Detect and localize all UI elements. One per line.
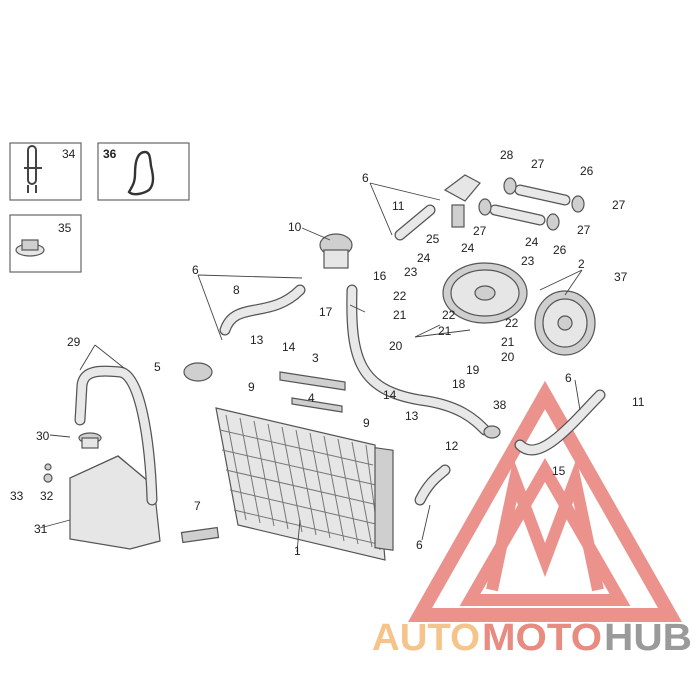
callout-21c: 21 [501,335,515,349]
callout-3: 3 [312,351,319,365]
thermostat-housing [319,233,353,269]
callout-30: 30 [36,429,50,443]
callout-29: 29 [67,335,81,349]
radiator-core [215,407,394,561]
callout-25: 25 [426,232,440,246]
callout-6c: 6 [565,371,572,385]
callout-17: 17 [319,305,333,319]
callout-33: 33 [10,489,24,503]
callout-6a: 6 [362,171,369,185]
leader-lines [39,182,583,553]
callout-12: 12 [445,439,459,453]
callout-38: 38 [493,398,507,412]
callout-26b: 26 [553,243,567,257]
callout-20a: 20 [389,339,403,353]
hose-8 [219,284,306,336]
callout-31: 31 [34,522,48,536]
clamp-38 [483,425,501,439]
callout-11a: 11 [392,199,405,213]
callout-21a: 21 [393,308,407,322]
callout-9a: 9 [248,380,255,394]
callout-24a: 24 [417,251,431,265]
expansion-tank [69,455,161,550]
callout-24c: 24 [525,235,539,249]
callout-18: 18 [452,377,466,391]
watermark-text-auto: AUTO [372,617,480,659]
callout-22c: 22 [505,316,519,330]
inset-box-35: 35 [9,214,82,273]
callout-14a: 14 [282,340,296,354]
cooling-fan-lower [534,290,596,356]
callout-1: 1 [294,544,301,558]
callout-6b: 6 [192,263,199,277]
callout-4: 4 [308,391,315,405]
callout-14b: 14 [383,388,397,402]
box-label-36: 36 [103,147,117,161]
inset-box-34: 34 [9,142,82,201]
hose-11-right [514,389,606,456]
callout-10: 10 [288,220,302,234]
callout-19: 19 [466,363,480,377]
callout-28: 28 [500,148,514,162]
cooling-fan-upper [442,262,528,324]
callout-22b: 22 [442,308,456,322]
watermark-logo [407,380,683,622]
manifold-4 [291,397,343,413]
callout-20b: 20 [501,350,515,364]
callout-16: 16 [373,269,387,283]
callout-6d: 6 [416,538,423,552]
watermark-text-moto: MOTO [482,617,602,659]
callout-37: 37 [614,270,628,284]
callout-5: 5 [154,360,161,374]
callout-7: 7 [194,499,201,513]
inset-box-36: 36 [97,142,190,201]
callout-13a: 13 [250,333,264,347]
clamps-27 [478,177,585,231]
callout-27d: 27 [577,223,591,237]
callout-21b: 21 [438,324,452,338]
manifold-3 [279,371,346,391]
callout-27c: 27 [473,224,487,238]
callout-32: 32 [40,489,54,503]
callout-22a: 22 [393,289,407,303]
callout-11b: 11 [632,395,645,409]
callout-labels: 1 2 3 4 5 6 6 6 6 7 8 9 9 10 11 11 12 13… [10,148,645,558]
callout-8: 8 [233,283,240,297]
washer-32 [43,473,53,483]
tank-cap [78,432,102,449]
callout-27a: 27 [531,157,545,171]
callout-15: 15 [552,464,566,478]
callout-23a: 23 [404,265,418,279]
fitting-28 [443,174,481,202]
bolt-33 [44,463,52,471]
hose-12 [414,464,451,506]
callout-26a: 26 [580,164,594,178]
box-label-35: 35 [58,221,72,235]
callout-23b: 23 [521,254,535,268]
hose-17 [346,284,491,436]
hose-11-upper [394,204,436,241]
hose-26a [514,184,571,206]
callout-13b: 13 [405,409,419,423]
watermark-text-hub: HUB [604,617,692,659]
hose-29 [74,365,158,506]
box-label-34: 34 [62,147,76,161]
radiator-cap-5 [183,362,213,382]
watermark-wordmark: AUTO MOTO HUB [372,617,692,659]
callout-2: 2 [578,257,585,271]
callout-27b: 27 [612,198,626,212]
sponge-7 [180,526,220,544]
hose-26b [489,204,546,226]
fitting-25 [451,204,465,228]
callout-24b: 24 [461,241,475,255]
callout-9b: 9 [363,416,370,430]
